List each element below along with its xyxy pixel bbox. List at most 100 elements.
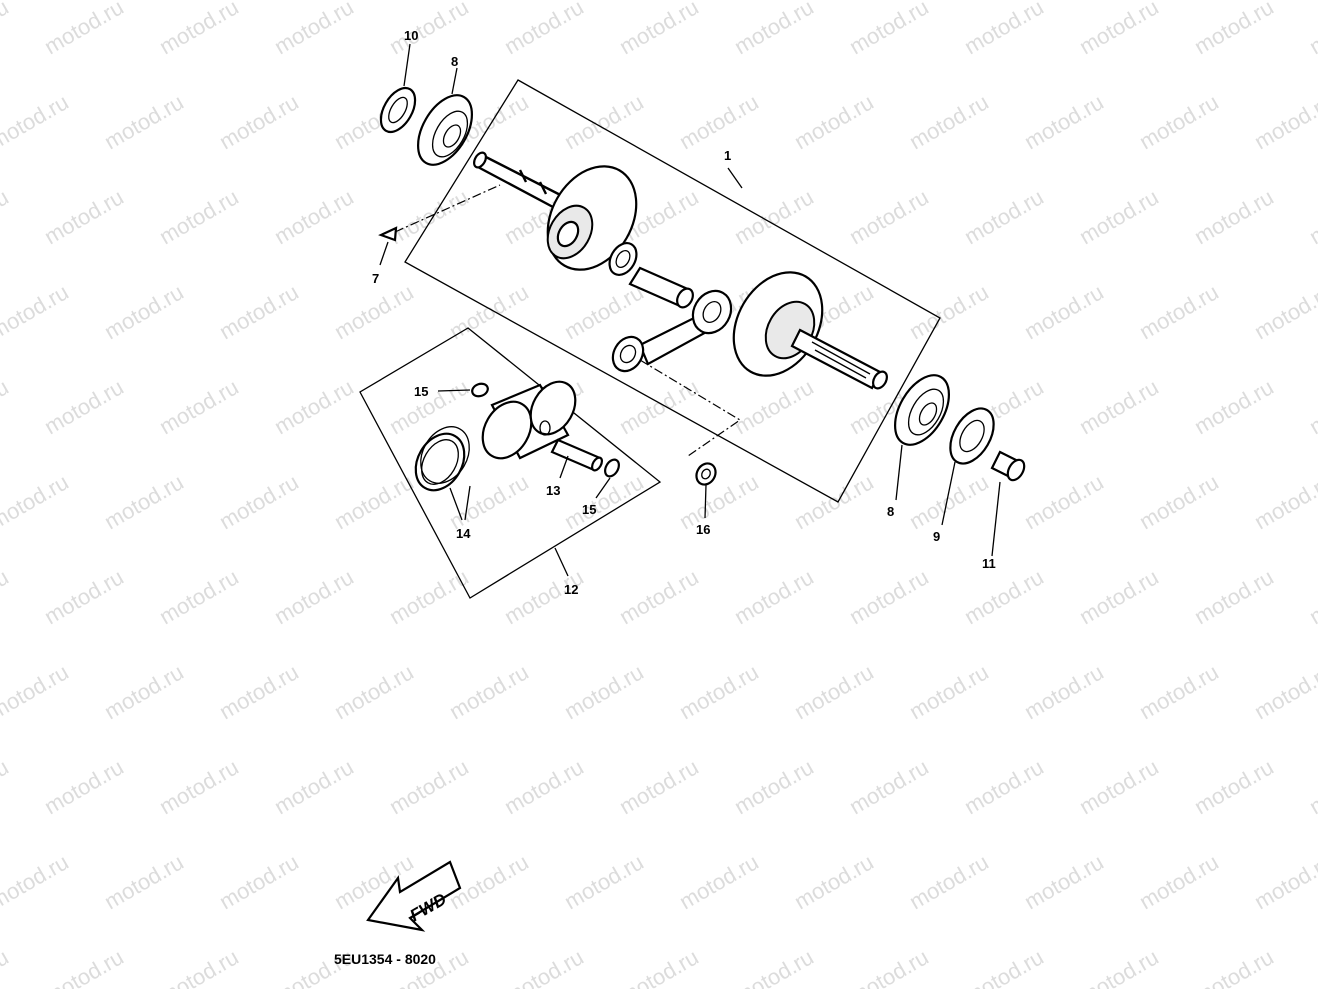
watermark-text: motod.ru	[730, 374, 818, 439]
bearing-left	[416, 94, 474, 166]
piston-rings	[414, 426, 470, 492]
watermark-text: motod.ru	[1190, 374, 1278, 439]
watermark-text: motod.ru	[730, 184, 818, 249]
watermark-text: motod.ru	[1135, 659, 1223, 724]
watermark-text: motod.ru	[560, 849, 648, 914]
watermark-text: motod.ru	[1020, 659, 1108, 724]
watermark-text: motod.ru	[100, 659, 188, 724]
watermark-text: motod.ru	[385, 754, 473, 819]
callout-9: 9	[933, 529, 940, 544]
watermark-text: motod.ru	[155, 374, 243, 439]
watermark-text: motod.ru	[1135, 89, 1223, 154]
leader-14	[449, 485, 471, 521]
watermark-text: motod.ru	[330, 469, 418, 534]
watermark-text: motod.ru	[675, 659, 763, 724]
watermark-text: motod.ru	[905, 279, 993, 344]
watermark-text: motod.ru	[960, 184, 1048, 249]
watermark-text: motod.ru	[1135, 849, 1223, 914]
callout-11: 11	[982, 556, 996, 571]
watermark-text: motod.ru	[270, 564, 358, 629]
callout-15-lower: 15	[582, 502, 596, 517]
leader-8-left	[451, 67, 458, 95]
watermark-text: motod.ru	[790, 659, 878, 724]
watermark-text: motod.ru	[1190, 184, 1278, 249]
leader-16	[704, 484, 707, 519]
watermark-text: motod.ru	[270, 754, 358, 819]
watermark-text: motod.ru	[1020, 469, 1108, 534]
watermark-text: motod.ru	[675, 469, 763, 534]
watermark-text: motod.ru	[155, 564, 243, 629]
watermark-text: motod.ru	[960, 0, 1048, 59]
watermark-text: motod.ru	[1305, 184, 1318, 249]
callout-7: 7	[372, 271, 379, 286]
alignment-line-smallend	[639, 359, 742, 457]
callout-8-left: 8	[451, 54, 458, 69]
watermark-text: motod.ru	[615, 0, 703, 59]
watermark-text: motod.ru	[215, 89, 303, 154]
watermark-text: motod.ru	[40, 944, 128, 989]
leader-11	[991, 481, 1001, 557]
watermark-text: motod.ru	[1250, 279, 1318, 344]
watermark-text: motod.ru	[1305, 564, 1318, 629]
watermark-text: motod.ru	[100, 89, 188, 154]
watermark-text: motod.ru	[845, 184, 933, 249]
watermark-text: motod.ru	[215, 279, 303, 344]
watermark-text: motod.ru	[905, 89, 993, 154]
watermark-text: motod.ru	[560, 89, 648, 154]
oil-seal-left	[379, 86, 417, 134]
fwd-arrow: FWD	[366, 860, 462, 932]
leader-8-right	[895, 444, 903, 501]
watermark-text: motod.ru	[1305, 374, 1318, 439]
watermark-text: motod.ru	[215, 849, 303, 914]
watermark-text: motod.ru	[0, 0, 13, 59]
watermark-text: motod.ru	[730, 754, 818, 819]
watermark-text: motod.ru	[1305, 0, 1318, 59]
watermark-text: motod.ru	[560, 659, 648, 724]
watermark-text: motod.ru	[730, 944, 818, 989]
callout-15-upper: 15	[414, 384, 428, 399]
watermark-text: motod.ru	[100, 469, 188, 534]
watermark-text: motod.ru	[615, 944, 703, 989]
watermark-text: motod.ru	[0, 754, 13, 819]
leader-15-upper	[437, 389, 471, 392]
watermark-text: motod.ru	[270, 374, 358, 439]
leader-9	[941, 461, 956, 526]
watermark-text: motod.ru	[845, 754, 933, 819]
watermark-text: motod.ru	[0, 279, 73, 344]
watermark-text: motod.ru	[155, 0, 243, 59]
watermark-text: motod.ru	[1075, 374, 1163, 439]
watermark-text: motod.ru	[1020, 279, 1108, 344]
watermark-text: motod.ru	[0, 849, 73, 914]
piston	[481, 380, 577, 460]
watermark-text: motod.ru	[500, 944, 588, 989]
callout-8-right: 8	[887, 504, 894, 519]
watermark-text: motod.ru	[270, 184, 358, 249]
callout-1: 1	[724, 148, 731, 163]
crank-half-right	[732, 271, 888, 390]
watermark-text: motod.ru	[1020, 849, 1108, 914]
watermark-text: motod.ru	[1190, 0, 1278, 59]
watermark-text: motod.ru	[1250, 469, 1318, 534]
watermark-text: motod.ru	[100, 279, 188, 344]
watermark-text: motod.ru	[790, 89, 878, 154]
watermark-text: motod.ru	[1020, 89, 1108, 154]
watermark-text: motod.ru	[1190, 754, 1278, 819]
watermark-text: motod.ru	[560, 279, 648, 344]
watermark-text: motod.ru	[155, 944, 243, 989]
oil-seal-right	[949, 407, 995, 465]
watermark-text: motod.ru	[1190, 564, 1278, 629]
piston-assembly-box	[359, 327, 662, 599]
watermark-text: motod.ru	[330, 659, 418, 724]
leader-13	[559, 455, 569, 479]
watermark-text: motod.ru	[905, 659, 993, 724]
watermark-text: motod.ru	[675, 849, 763, 914]
watermark-text: motod.ru	[330, 279, 418, 344]
watermark-text: motod.ru	[1250, 659, 1318, 724]
alignment-line-woodruff	[394, 184, 501, 233]
needle-bearing-small-end	[695, 462, 717, 486]
watermark-text: motod.ru	[215, 659, 303, 724]
leader-7	[379, 241, 389, 266]
watermark-text: motod.ru	[675, 89, 763, 154]
watermark-text: motod.ru	[500, 0, 588, 59]
